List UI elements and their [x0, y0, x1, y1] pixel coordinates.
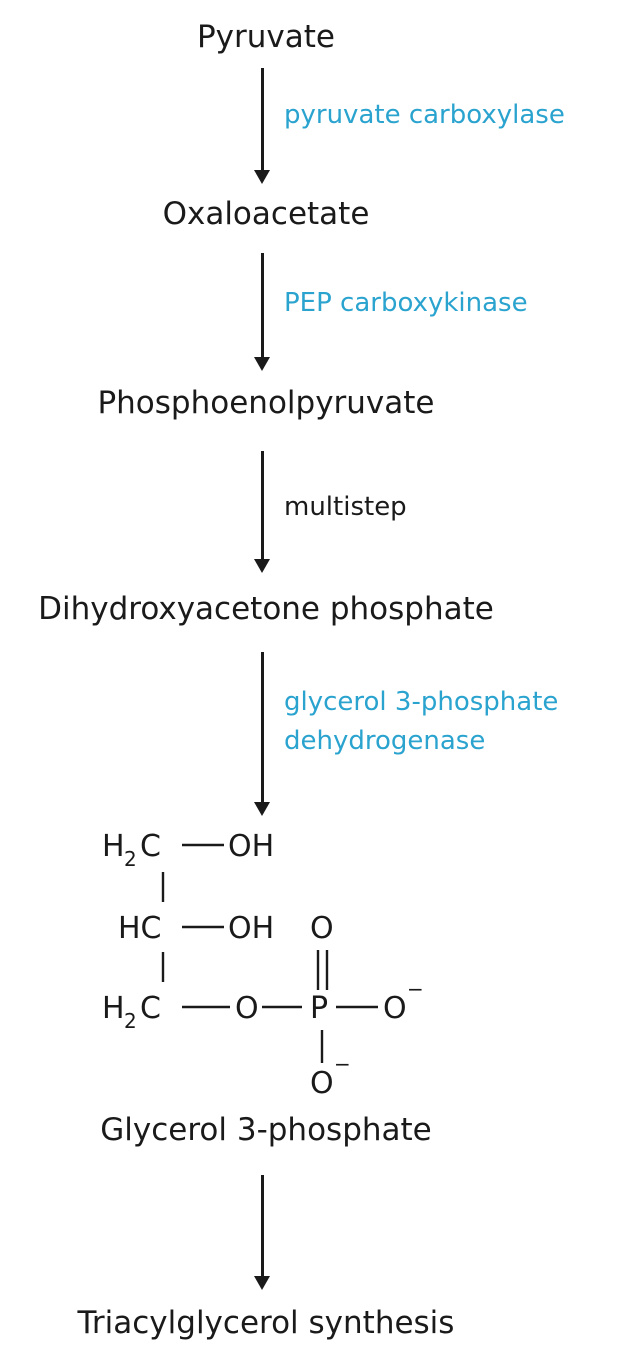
charge-minus: −	[334, 1052, 351, 1076]
metabolite-pyruvate: Pyruvate	[196, 19, 335, 55]
metabolite-phosphoenolpyruvate: Phosphoenolpyruvate	[97, 385, 435, 421]
atom-c: C	[140, 991, 161, 1026]
atom-o-minus: O	[383, 991, 407, 1026]
arrowhead-icon	[254, 170, 270, 184]
subscript-2: 2	[124, 847, 137, 871]
step-label-2: PEP carboxykinase	[284, 288, 528, 318]
atom-c: C	[140, 829, 161, 864]
step-label-3: multistep	[284, 492, 407, 522]
reaction-arrow-4	[254, 652, 270, 816]
metabolite-oxaloacetate: Oxaloacetate	[162, 196, 370, 232]
metabolite-triacylglycerol-synthesis: Triacylglycerol synthesis	[77, 1305, 455, 1341]
hydroxyl-oh: OH	[228, 911, 274, 946]
atom-o: O	[310, 911, 334, 946]
hydroxyl-oh: OH	[228, 829, 274, 864]
atom-o: O	[235, 991, 259, 1026]
atom-o-minus: O	[310, 1066, 334, 1101]
arrowhead-icon	[254, 802, 270, 816]
step-label-4-line-1: glycerol 3-phosphate	[284, 687, 559, 717]
arrowhead-icon	[254, 1276, 270, 1290]
atom-hc: HC	[118, 911, 162, 946]
step-label-1: pyruvate carboxylase	[284, 100, 565, 130]
reaction-arrow-5	[254, 1175, 270, 1290]
step-label-4-line-2: dehydrogenase	[284, 726, 486, 756]
arrowhead-icon	[254, 559, 270, 573]
reaction-arrow-1	[254, 68, 270, 184]
atom-p: P	[310, 991, 328, 1026]
subscript-2: 2	[124, 1009, 137, 1033]
charge-minus: −	[407, 977, 424, 1001]
reaction-arrow-3	[254, 451, 270, 573]
metabolite-glycerol-3-phosphate: Glycerol 3-phosphate	[100, 1112, 432, 1148]
metabolite-dihydroxyacetone-phosphate: Dihydroxyacetone phosphate	[38, 591, 494, 627]
atom-h: H	[102, 829, 125, 864]
reaction-arrow-2	[254, 253, 270, 371]
arrowhead-icon	[254, 357, 270, 371]
atom-h: H	[102, 991, 125, 1026]
